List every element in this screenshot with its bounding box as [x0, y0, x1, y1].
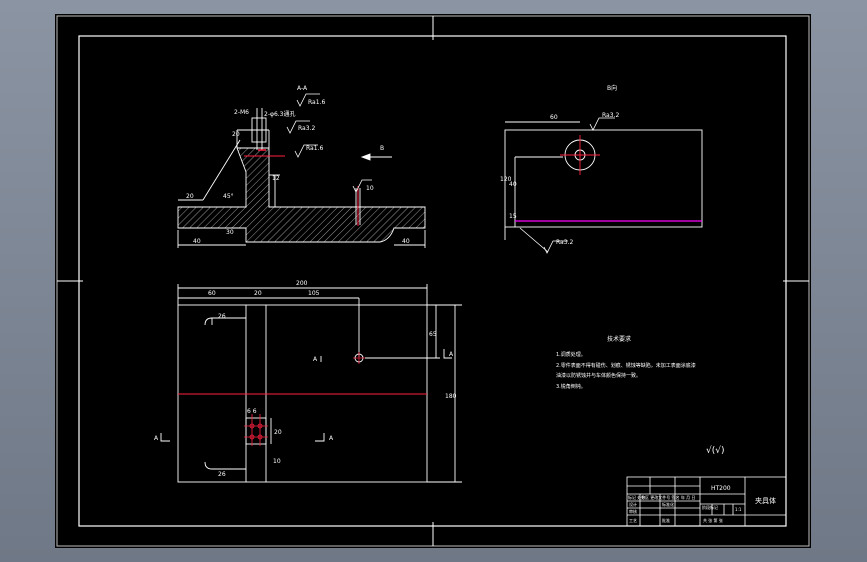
- b-view-title: B向: [607, 84, 617, 92]
- title-block-cell: 批准: [662, 517, 670, 523]
- sheet-count: 共 张 第 张: [703, 517, 723, 523]
- dimension-label: 10: [366, 185, 374, 192]
- section-view: [177, 108, 426, 248]
- dimension-label: 40: [509, 181, 517, 188]
- roughness-label: Ra3.2: [602, 112, 619, 119]
- dimension-label: 20: [232, 131, 240, 138]
- section-mark-label: A: [154, 435, 159, 442]
- section-mark-label: A: [329, 435, 334, 442]
- dimension-label: 105: [308, 290, 320, 297]
- dimension-label: 12: [272, 175, 280, 182]
- dimension-label: 2-φ6.3通孔: [264, 110, 295, 118]
- section-mark-label: A: [313, 356, 318, 363]
- pin-holes: [244, 414, 268, 446]
- dimension-label: 40: [193, 238, 201, 245]
- roughness-label: Ra1.6: [306, 145, 323, 152]
- notes-line: 2.零件表面不得有碰伤、划痕、锈蚀等缺陷，未加工表面涂底漆: [556, 362, 696, 369]
- section-label: A-A: [297, 85, 308, 92]
- center-marks: [57, 16, 809, 546]
- section-mark-label: A: [449, 351, 454, 358]
- notes-line: 油漆以防锈蚀并与车体颜色保持一致。: [556, 372, 641, 379]
- title-block-cell: 分区 更改文件号 签名 年 月 日: [641, 494, 695, 500]
- dimension-label: 2-M6: [234, 109, 249, 116]
- dimension-label: 120: [500, 176, 512, 183]
- paper: [55, 14, 811, 548]
- material-label: HT200: [711, 485, 731, 492]
- title-block-cell: 审核: [629, 508, 637, 514]
- view-arrow-b: [360, 153, 392, 161]
- technical-notes: 技术要求 1.调质处理。 2.零件表面不得有碰伤、划痕、锈蚀等缺陷，未加工表面涂…: [556, 335, 696, 390]
- roughness-symbols: [286, 93, 615, 254]
- title-block-cell: 设计: [629, 501, 637, 507]
- dimension-label: 45°: [223, 193, 234, 200]
- dimension-label: 26: [218, 313, 226, 320]
- dimension-label: 60: [550, 114, 558, 121]
- scale-value: 1:1: [735, 507, 742, 512]
- dimension-label: 20: [186, 193, 194, 200]
- notes-line: 1.调质处理。: [556, 351, 586, 358]
- dimension-label: 26: [218, 471, 226, 478]
- title-block-cell: 工艺: [629, 518, 637, 523]
- title-block-cell: 标记 处数: [628, 494, 645, 500]
- notes-title: 技术要求: [607, 335, 631, 343]
- title-block-cell: 阶段标记: [702, 504, 718, 510]
- dimension-label: 10: [273, 458, 281, 465]
- roughness-label: Ra3.2: [556, 239, 573, 246]
- title-block-cell: 标准化: [662, 501, 674, 507]
- dimension-label: 20: [274, 429, 282, 436]
- title-block: [626, 476, 787, 527]
- notes-line: 3.锐角倒钝。: [556, 383, 586, 390]
- dimension-label: 6 6: [247, 408, 257, 415]
- dimension-label: 200: [296, 280, 308, 287]
- roughness-label: Ra1.6: [308, 99, 325, 106]
- dimension-label: 15: [509, 213, 517, 220]
- part-name: 夹具体: [755, 496, 776, 505]
- dimension-label: 65: [429, 331, 437, 338]
- dimension-label: 180: [445, 393, 457, 400]
- dimension-label: 30: [226, 229, 234, 236]
- dimension-label: 20: [254, 290, 262, 297]
- view-arrow-label: B: [380, 145, 384, 152]
- general-roughness: √(√): [706, 445, 725, 456]
- dimension-label: 40: [402, 238, 410, 245]
- section-markers: [160, 349, 452, 442]
- roughness-label: Ra3.2: [298, 125, 315, 132]
- dimension-label: 60: [208, 290, 216, 297]
